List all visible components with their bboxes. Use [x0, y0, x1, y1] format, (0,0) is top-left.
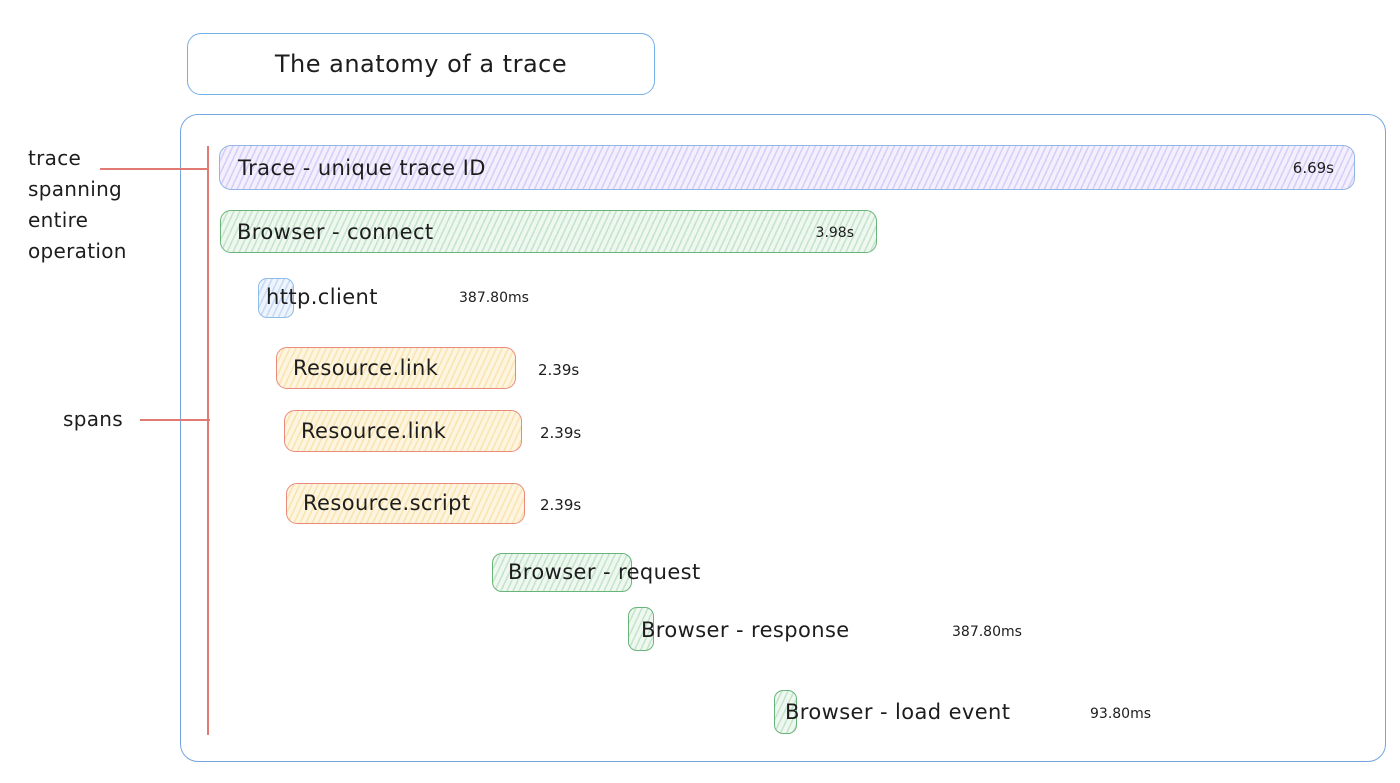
span-browser-load-event-label: Browser - load event — [785, 700, 1011, 724]
span-browser-request-label: Browser - request — [508, 560, 701, 584]
span-browser-response-box — [628, 607, 654, 651]
span-resource-link-1-duration: 2.39s — [538, 361, 580, 379]
span-resource-link-2-box — [284, 410, 522, 452]
span-browser-connect: Browser - connect 3.98s — [220, 210, 877, 253]
annotation-trace-label: trace spanning entire operation — [28, 146, 127, 263]
annotation-trace-connector-line — [100, 168, 208, 170]
span-browser-response-label: Browser - response — [641, 618, 850, 642]
span-browser-request-box — [492, 553, 632, 592]
span-resource-link-2-label: Resource.link — [301, 419, 447, 443]
span-http-client-label: http.client — [266, 285, 378, 309]
span-resource-link-1-label: Resource.link — [293, 356, 439, 380]
span-browser-load-event-box — [774, 690, 797, 734]
trace-bar-duration: 6.69s — [1292, 158, 1334, 177]
span-browser-connect-label: Browser - connect — [237, 219, 434, 244]
span-resource-link-2-duration: 2.39s — [540, 424, 582, 442]
diagram-title: The anatomy of a trace — [274, 50, 568, 78]
spans-bracket-line — [207, 146, 209, 735]
annotation-spans-label: spans — [63, 407, 123, 431]
span-browser-response-duration: 387.80ms — [952, 624, 1022, 640]
span-http-client-duration: 387.80ms — [459, 290, 529, 306]
trace-bar: Trace - unique trace ID 6.69s — [219, 145, 1355, 190]
trace-container-outline — [180, 114, 1386, 762]
span-http-client-box — [258, 278, 294, 318]
span-resource-script-duration: 2.39s — [540, 496, 582, 514]
span-resource-script-box — [286, 483, 525, 524]
span-resource-link-1-box — [276, 347, 516, 389]
annotation-spans-connector-line — [140, 419, 210, 421]
span-browser-connect-duration: 3.98s — [815, 225, 854, 241]
span-browser-load-event-duration: 93.80ms — [1090, 706, 1152, 722]
trace-bar-label: Trace - unique trace ID — [238, 155, 486, 180]
span-resource-script-label: Resource.script — [303, 491, 471, 515]
diagram-title-box: The anatomy of a trace — [187, 33, 655, 95]
